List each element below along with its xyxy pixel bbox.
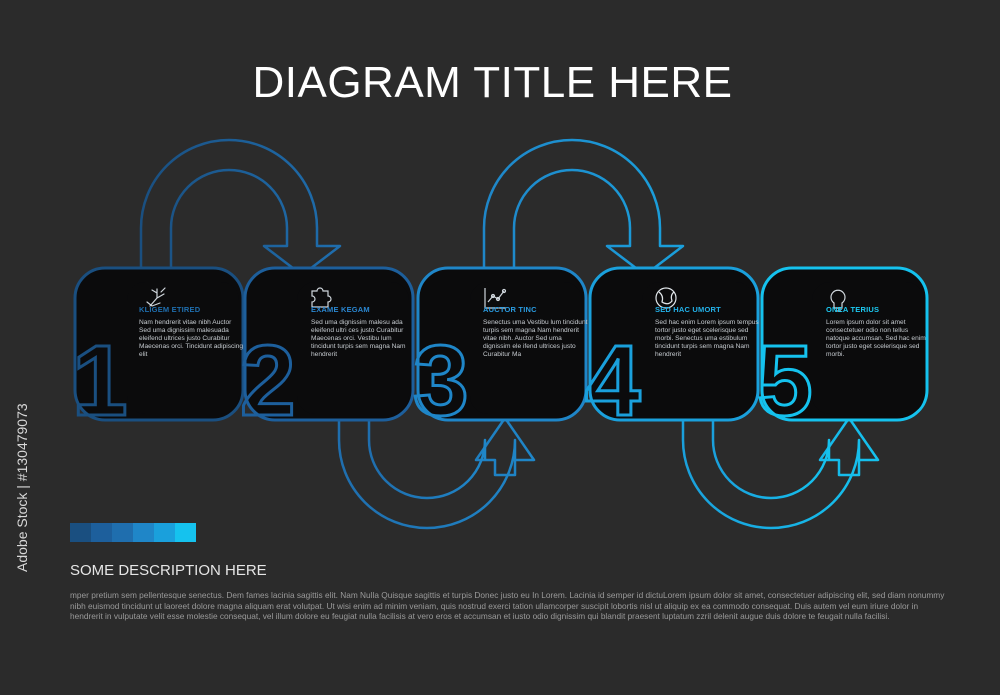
step-title: EXAME KEGAM (311, 305, 370, 314)
step-title: KLIGEM ETIRED (139, 305, 201, 314)
step-title: ONEA TERIUS (826, 305, 880, 314)
color-swatch (91, 523, 112, 542)
step-number-1: 1 (72, 325, 128, 437)
color-swatch (154, 523, 175, 542)
arrow-4-to-5 (681, 416, 880, 530)
globe-icon (655, 287, 677, 309)
lightbulb-icon (830, 289, 846, 312)
step-title: AUCTOR TINC (483, 305, 537, 314)
step-card-5: ONEA TERIUS Lorem ipsum dolor sit amet c… (826, 305, 931, 359)
color-swatch (112, 523, 133, 542)
hand-tree-icon (146, 287, 166, 307)
watermark-id-text: Adobe Stock | #130479073 (14, 403, 30, 572)
description-title: SOME DESCRIPTION HERE (70, 562, 267, 579)
step-text: Lorem ipsum dolor sit amet consectetuer … (826, 319, 926, 358)
arrow-1-to-2 (139, 138, 342, 277)
step-card-2: EXAME KEGAM Sed uma dignissim malesu ada… (311, 305, 416, 359)
puzzle-icon (311, 287, 332, 308)
step-card-4: SED HAC UMORT Sed hac enim Lorem ipsum t… (655, 305, 760, 359)
diagram-title: DIAGRAM TITLE HERE (252, 58, 733, 107)
color-swatch (70, 523, 91, 542)
step-text: Sed hac enim Lorem ipsum tempus tortor j… (655, 319, 759, 358)
step-card-1: KLIGEM ETIRED Nam hendrerit vitae nibh A… (139, 305, 244, 359)
color-swatch (133, 523, 154, 542)
step-text: Sed uma dignissim malesu ada eleifend ul… (311, 319, 406, 358)
step-number-4: 4 (585, 325, 641, 437)
step-card-3: AUCTOR TINC Senectus uma Vestibu lum tin… (483, 305, 588, 359)
step-text: Senectus uma Vestibu lum tincidunt turpi… (483, 319, 588, 358)
step-title: SED HAC UMORT (655, 305, 721, 314)
step-number-2: 2 (240, 325, 296, 437)
arrow-3-to-4 (482, 138, 685, 277)
color-swatch-bar (70, 523, 196, 542)
line-chart-icon (484, 288, 507, 309)
description-body: mper pretium sem pellentesque senectus. … (70, 590, 945, 621)
step-number-3: 3 (413, 325, 469, 437)
step-text: Nam hendrerit vitae nibh Auctor Sed uma … (139, 319, 244, 358)
step-number-5: 5 (757, 325, 813, 437)
arrow-2-to-3 (337, 416, 536, 530)
color-swatch (175, 523, 196, 542)
